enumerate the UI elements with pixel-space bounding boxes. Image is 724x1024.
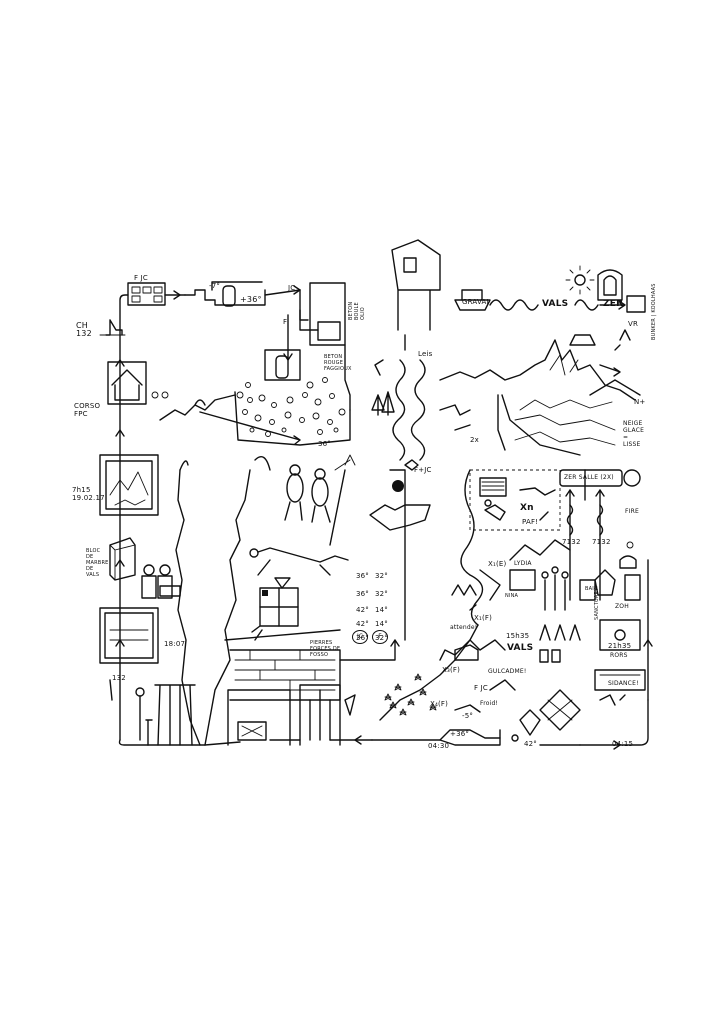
- label-leis: Leis: [418, 350, 433, 358]
- label-beton-vertical: BETON BOULE OLIO: [348, 301, 366, 320]
- label-corso: CORSO FPC: [74, 402, 101, 418]
- label-fjc-bot: F JC: [474, 684, 489, 692]
- label-vals: VALS: [542, 299, 569, 309]
- label-zer-salle: ZER SALLE (2X): [564, 474, 614, 481]
- label-lydia: LYDIA: [514, 560, 532, 567]
- label-pierres: PIERRES FORCES DE FOSSO: [310, 640, 341, 658]
- cliff-crevice: [175, 456, 271, 746]
- framed-house: [107, 361, 169, 405]
- label-xn: Xn: [520, 503, 534, 513]
- mountain-rubble-section: [159, 344, 351, 446]
- gondola-cableway: [454, 265, 646, 351]
- mountain-range: [439, 339, 641, 456]
- label-time-7132b: 7132: [592, 538, 611, 546]
- circle-jc: JC: [352, 630, 368, 644]
- label-42: 42°: [524, 740, 538, 748]
- label-fjc-mid: F+JC: [414, 466, 432, 474]
- label-rors: RORS: [610, 652, 628, 659]
- label-time-1807: 18:07: [164, 640, 186, 648]
- label-gravai: GRAVAI: [462, 298, 489, 306]
- temp-1b: 32°: [375, 572, 389, 580]
- serpentine-path: [439, 469, 501, 661]
- label-sidance: SIDANCE!: [608, 680, 639, 687]
- bottom-rooms: [227, 684, 356, 746]
- label-f-mid: F: [283, 318, 288, 326]
- people-cluster: [509, 469, 646, 742]
- label-bloc-marbre: BLOC DE MARBRE DE VALS: [86, 548, 109, 578]
- label-time-2135: 21h35: [608, 642, 632, 650]
- temp-4a: 42°: [356, 620, 370, 628]
- framed-landscape: [99, 454, 159, 516]
- temp-1a: 36°: [356, 572, 370, 580]
- label-nina: NINA: [505, 593, 519, 599]
- label-x3f: X₃(F): [442, 666, 461, 674]
- label-attende: attende!: [450, 624, 478, 631]
- label-jc-top: JC: [288, 284, 296, 292]
- snowy-slope: [379, 639, 516, 721]
- label-fire: FIRE: [625, 508, 639, 515]
- label-x4f: X₄(F): [430, 700, 449, 708]
- room-plan: [251, 577, 299, 641]
- label-temp-36a: 36°: [318, 440, 332, 448]
- label-vals-2: VALS: [507, 643, 534, 653]
- label-minus7: -7°: [209, 282, 221, 290]
- label-x1e: X₁(E): [488, 560, 507, 568]
- temp-3a: 42°: [356, 606, 370, 614]
- label-bain: BAIN: [585, 586, 598, 592]
- label-froid: Froid!: [480, 700, 499, 707]
- label-minus5: -5°: [462, 712, 474, 720]
- label-sanctuary: SANCTUARY: [594, 587, 600, 620]
- temp-2b: 32°: [375, 590, 389, 598]
- stone-wall: [224, 629, 400, 701]
- ski-panel: [469, 469, 561, 531]
- label-paf: PAF!: [522, 518, 539, 526]
- standing-figure: [99, 319, 126, 336]
- label-time-0415: 04:15: [612, 740, 634, 748]
- label-plus36-bot: +36°: [450, 730, 470, 738]
- label-2x: 2x: [470, 436, 479, 444]
- temp-4b: 14°: [375, 620, 389, 628]
- temp-2a: 36°: [356, 590, 370, 598]
- label-plus36-top: +36°: [240, 295, 262, 304]
- temp-3b: 14°: [375, 606, 389, 614]
- left-pathway: [115, 285, 373, 746]
- label-time-7132a: 7132: [562, 538, 581, 546]
- bathroom-objects: [109, 679, 196, 746]
- label-time-0430: 04:30: [428, 742, 450, 750]
- label-beton: BETON ROUGE FAGGIOUX: [324, 354, 352, 372]
- label-zer: ZER: [603, 299, 624, 309]
- window-frame: [99, 607, 159, 664]
- label-zoh: ZOH: [615, 603, 629, 610]
- floor-plan-sketch: [127, 281, 346, 361]
- label-ch132: CH 132: [76, 321, 92, 338]
- label-bunker-vertical: BUNKER | KOOLHAAS: [651, 283, 657, 340]
- label-time-1535: 15h35: [506, 632, 530, 640]
- label-date: 7h15 19.02.17: [72, 486, 105, 502]
- label-132: 132: [112, 674, 126, 682]
- label-neige: NEIGE GLACE = LISSE: [623, 420, 645, 448]
- label-x1f: X₁(F): [474, 614, 493, 622]
- circle-f: F: [372, 630, 388, 644]
- label-north: N+: [634, 398, 646, 406]
- label-gulcadme: GULCADME!: [488, 668, 527, 675]
- label-vr: VR: [628, 320, 639, 328]
- label-fjc-top: F JC: [134, 274, 149, 282]
- middle-column: [369, 239, 441, 641]
- cliff-figures: [249, 454, 356, 576]
- right-pathway: [371, 559, 653, 750]
